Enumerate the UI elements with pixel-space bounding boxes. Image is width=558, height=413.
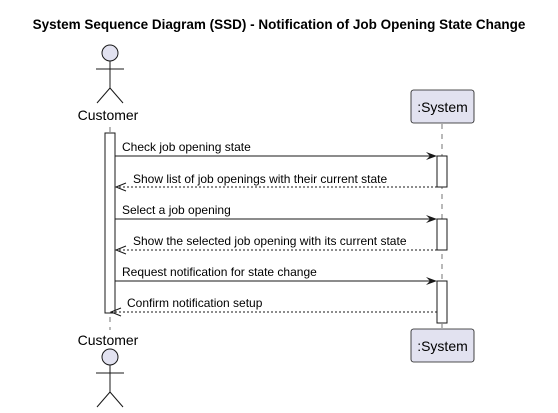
message-2: Show list of job openings with their cur… xyxy=(114,172,437,192)
message-5: Request notification for state change xyxy=(115,265,437,285)
open-arrowhead-icon xyxy=(109,307,122,317)
message-label: Show the selected job opening with its c… xyxy=(133,234,407,248)
arrowhead-icon xyxy=(426,152,437,160)
message-label: Select a job opening xyxy=(122,203,231,217)
system-label-bottom: :System xyxy=(417,338,468,354)
message-label: Request notification for state change xyxy=(122,265,317,279)
stick-figure-icon xyxy=(96,348,124,408)
system-label-top: :System xyxy=(417,99,468,115)
system-participant-top: :System xyxy=(410,89,475,124)
arrowhead-icon xyxy=(426,277,437,285)
message-6: Confirm notification setup xyxy=(109,296,437,317)
customer-actor-top: Customer xyxy=(78,44,139,123)
stick-figure-icon xyxy=(96,44,124,104)
customer-label-top: Customer xyxy=(78,107,139,123)
diagram-title: System Sequence Diagram (SSD) - Notifica… xyxy=(33,17,526,32)
system-activation-bar-3 xyxy=(436,280,448,324)
open-arrowhead-icon xyxy=(114,182,127,192)
customer-actor-bottom: Customer xyxy=(78,332,139,408)
system-activation-bar-1 xyxy=(436,155,448,188)
message-3: Select a job opening xyxy=(115,203,437,223)
system-participant-bottom: :System xyxy=(410,328,475,363)
customer-label-bottom: Customer xyxy=(78,332,139,348)
message-label: Show list of job openings with their cur… xyxy=(133,172,387,186)
arrowhead-icon xyxy=(426,215,437,223)
system-activation-bar-2 xyxy=(436,218,448,251)
open-arrowhead-icon xyxy=(114,245,127,255)
message-label: Check job opening state xyxy=(122,140,251,154)
customer-activation-bar xyxy=(104,132,116,314)
message-label: Confirm notification setup xyxy=(127,296,263,310)
message-4: Show the selected job opening with its c… xyxy=(114,234,437,255)
message-1: Check job opening state xyxy=(115,140,437,160)
